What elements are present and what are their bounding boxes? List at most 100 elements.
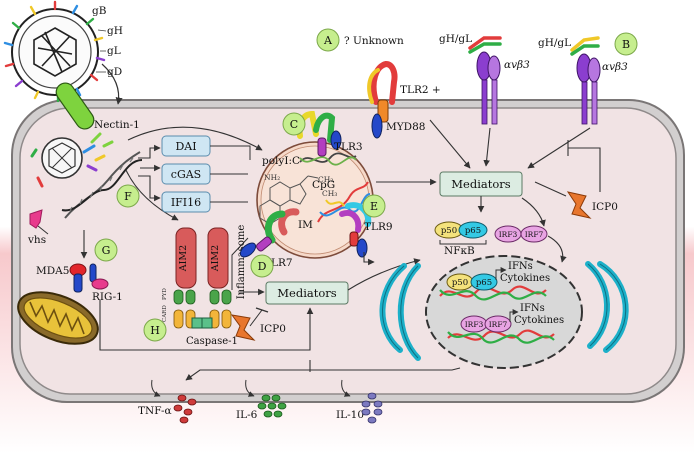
unknown-label: ? Unknown: [344, 35, 404, 47]
tnf-alpha-label: TNF-α: [138, 405, 172, 417]
pyd-label: PYD: [162, 288, 168, 300]
tlr2-icon: [367, 60, 398, 139]
glycoprotein-spikes: [3, 0, 106, 103]
gd-label: gD: [107, 66, 122, 78]
svg-text:IRF3: IRF3: [499, 230, 518, 239]
icp0-upper-label: ICP0: [592, 201, 618, 213]
svg-text:AIM2: AIM2: [210, 245, 221, 272]
aim2-left-icon: AIM2: [175, 227, 197, 289]
gh-gl-a-icon: [468, 36, 502, 54]
mda5-icon: [69, 263, 87, 293]
virion: [3, 0, 106, 103]
aim2-right-icon: AIM2: [207, 227, 229, 289]
vhs-icon: [29, 209, 43, 229]
dai-box: DAI: [161, 135, 211, 157]
im-label: IM: [298, 219, 313, 231]
icp0-upper-icon: [566, 191, 592, 219]
il-6-label: IL-6: [236, 409, 258, 421]
released-glycoproteins: [30, 132, 114, 188]
ch2-label: CH₂: [318, 175, 333, 184]
tnf-alpha-dots: [173, 394, 197, 424]
ifns-lower-label: IFNs: [520, 303, 545, 314]
inflammasome-label: Inflammasome: [236, 225, 247, 300]
nectin-1-receptor-icon: [55, 82, 95, 130]
circle-d: D: [250, 254, 274, 278]
gh-gl-b-label: gH/gL: [538, 37, 571, 49]
gl-label: gL: [107, 45, 121, 57]
myd88-label: MYD88: [386, 121, 425, 133]
viral-dna-helix-icon: [61, 151, 143, 219]
integrin-a-icon: [476, 51, 501, 125]
circle-f: F: [116, 184, 140, 208]
icp0-lower-icon: [230, 314, 256, 341]
svg-text:IFI16: IFI16: [171, 196, 201, 209]
cpg-label: CpG: [312, 179, 335, 191]
nuclear-irf-icon: IRF3 IRF7: [460, 315, 512, 333]
cpg-dna-icon: [317, 181, 371, 223]
virus-entry-arrow: [101, 63, 123, 105]
circle-g: G: [94, 238, 118, 262]
svg-text:C: C: [290, 118, 298, 131]
svg-text:B: B: [622, 38, 630, 51]
integrin-b-label: αvβ3: [602, 61, 628, 73]
ch3-label: CH₃: [322, 189, 337, 198]
tlr3-label: TLR3: [334, 141, 363, 153]
cytokines-upper-label: Cytokines: [500, 273, 550, 284]
circle-c: C: [282, 112, 306, 136]
caspase-1-label: Caspase-1: [186, 336, 238, 347]
mediators-lower-box: Mediators: [265, 281, 349, 305]
nh2-label: NH₂: [264, 173, 280, 182]
capsid-icon: [33, 27, 77, 77]
svg-text:AIM2: AIM2: [178, 245, 189, 272]
caspase-1-icon: [191, 317, 213, 329]
svg-text:p50: p50: [441, 226, 457, 236]
card-label: CARD: [162, 305, 168, 322]
polyic-rna-icon: [299, 152, 357, 166]
svg-text:Mediators: Mediators: [451, 177, 511, 191]
nfkb-complex-icon: p50 p65: [434, 221, 488, 239]
nuclear-dna-lower-icon: [447, 329, 555, 344]
rig-1-label: RIG-1: [92, 291, 123, 303]
svg-text:E: E: [370, 200, 378, 213]
irf3-irf7-icon: IRF3 IRF7: [494, 225, 548, 243]
circle-b: B: [614, 32, 638, 56]
rig-1-icon: [89, 263, 109, 290]
tlr7-icon: [239, 208, 300, 258]
dna-to-ifi16-arrow: [138, 175, 161, 202]
nuclear-nfkb-icon: p50 p65: [446, 273, 498, 291]
polyic-label: polyI:C: [262, 155, 300, 167]
svg-text:F: F: [124, 190, 132, 203]
svg-text:IRF7: IRF7: [525, 230, 544, 239]
mitochondrion-icon: [17, 291, 99, 345]
dna-to-dai-arrow: [138, 144, 161, 159]
nectin-1-label: Nectin-1: [94, 119, 140, 131]
svg-text:D: D: [258, 260, 267, 273]
gb-label: gB: [92, 5, 107, 17]
tlr9-icon: [339, 202, 372, 258]
cytokines-lower-label: Cytokines: [514, 315, 564, 326]
svg-text:cGAS: cGAS: [171, 168, 201, 181]
vhs-label: vhs: [27, 234, 46, 246]
circle-e: E: [362, 194, 386, 218]
gh-gl-a-label: gH/gL: [439, 33, 472, 45]
cgas-box: cGAS: [161, 163, 211, 185]
svg-text:DAI: DAI: [175, 140, 196, 153]
mda5-label: MDA5: [36, 265, 69, 277]
svg-text:Mediators: Mediators: [277, 286, 337, 300]
glycoprotein-labels: gB gH gL gD: [92, 5, 123, 78]
il-10-dots: [361, 392, 383, 424]
circle-h: H: [143, 318, 167, 342]
il-6-dots: [257, 394, 287, 418]
nfkb-label: NFκB: [444, 245, 475, 257]
ifns-upper-label: IFNs: [508, 261, 533, 272]
capsid-in-cytoplasm-icon: [41, 137, 83, 179]
svg-text:A: A: [323, 34, 333, 47]
svg-text:G: G: [102, 244, 111, 257]
svg-text:IRF7: IRF7: [489, 320, 508, 329]
nuclear-dna-upper-icon: [439, 285, 547, 301]
ifi16-box: IFI16: [161, 191, 211, 213]
dna-to-aim2-arrow: [125, 169, 179, 221]
integrin-b-icon: [576, 53, 601, 125]
gh-gl-b-icon: [570, 36, 600, 56]
